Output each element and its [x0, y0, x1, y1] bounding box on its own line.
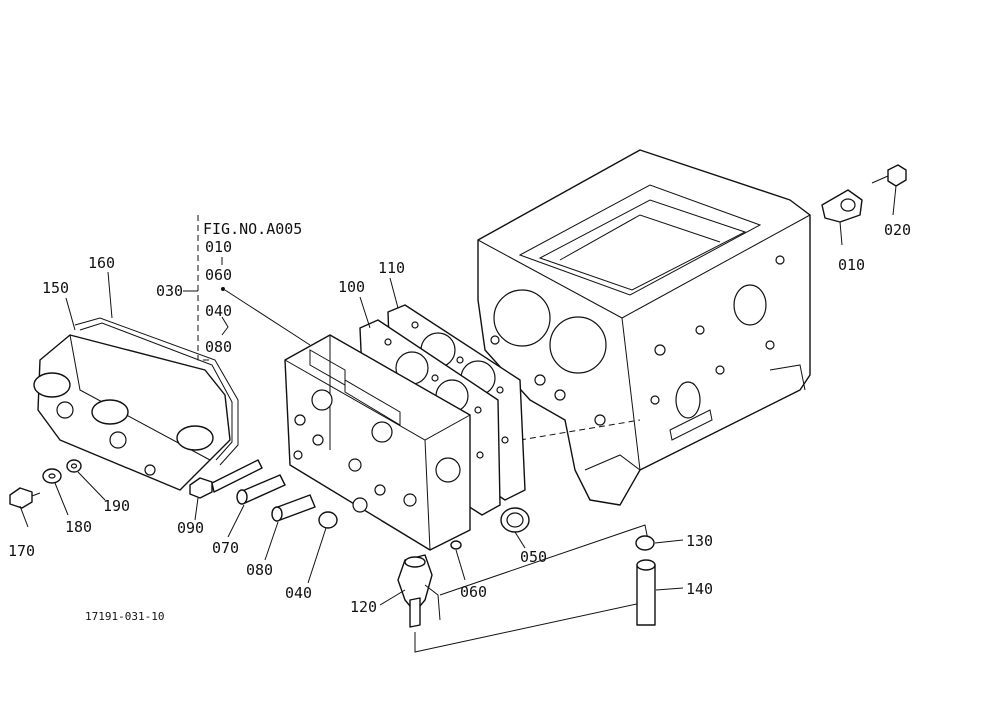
- cylinder-head: [284, 334, 471, 551]
- ring-050: [500, 507, 530, 533]
- head-cover: [33, 334, 231, 491]
- part-label-130: 130: [686, 532, 713, 550]
- washer-180: [42, 468, 62, 484]
- figure-ref-title: FIG.NO.A005: [203, 220, 302, 238]
- figure-ref-code-3: 040: [205, 302, 232, 320]
- part-label-030: 030: [156, 282, 183, 300]
- plug-060: [450, 540, 462, 550]
- part-label-100: 100: [338, 278, 365, 296]
- part-label-060: 060: [460, 583, 487, 601]
- seal-190: [66, 459, 82, 473]
- part-label-040: 040: [285, 584, 312, 602]
- engine-block: [477, 149, 811, 506]
- figure-ref-code-1: 010: [205, 238, 232, 256]
- part-label-160: 160: [88, 254, 115, 272]
- part-label-120: 120: [350, 598, 377, 616]
- part-label-080: 080: [246, 561, 273, 579]
- fitting-120: [397, 554, 441, 628]
- figure-ref-code-2: 060: [205, 266, 232, 284]
- part-label-170: 170: [8, 542, 35, 560]
- sleeve-130: [635, 535, 655, 551]
- part-label-150: 150: [42, 279, 69, 297]
- figure-ref-code-4: 080: [205, 338, 232, 356]
- guide-080: [271, 494, 316, 522]
- bolt-020: [871, 164, 907, 187]
- bolt-170: [9, 487, 41, 509]
- part-label-020: 020: [884, 221, 911, 239]
- cover-gasket: [74, 317, 239, 466]
- part-label-010: 010: [838, 256, 865, 274]
- part-label-090: 090: [177, 519, 204, 537]
- bolt-090: [189, 459, 263, 499]
- part-label-050: 050: [520, 548, 547, 566]
- part-label-190: 190: [103, 497, 130, 515]
- pipe-140: [636, 559, 656, 626]
- part-label-180: 180: [65, 518, 92, 536]
- part-label-140: 140: [686, 580, 713, 598]
- cap-040: [318, 511, 338, 529]
- part-label-110: 110: [378, 259, 405, 277]
- drawing-number: 17191-031-10: [85, 610, 164, 623]
- stud-070: [236, 474, 286, 505]
- lifting-eye-010: [821, 189, 863, 223]
- part-label-070: 070: [212, 539, 239, 557]
